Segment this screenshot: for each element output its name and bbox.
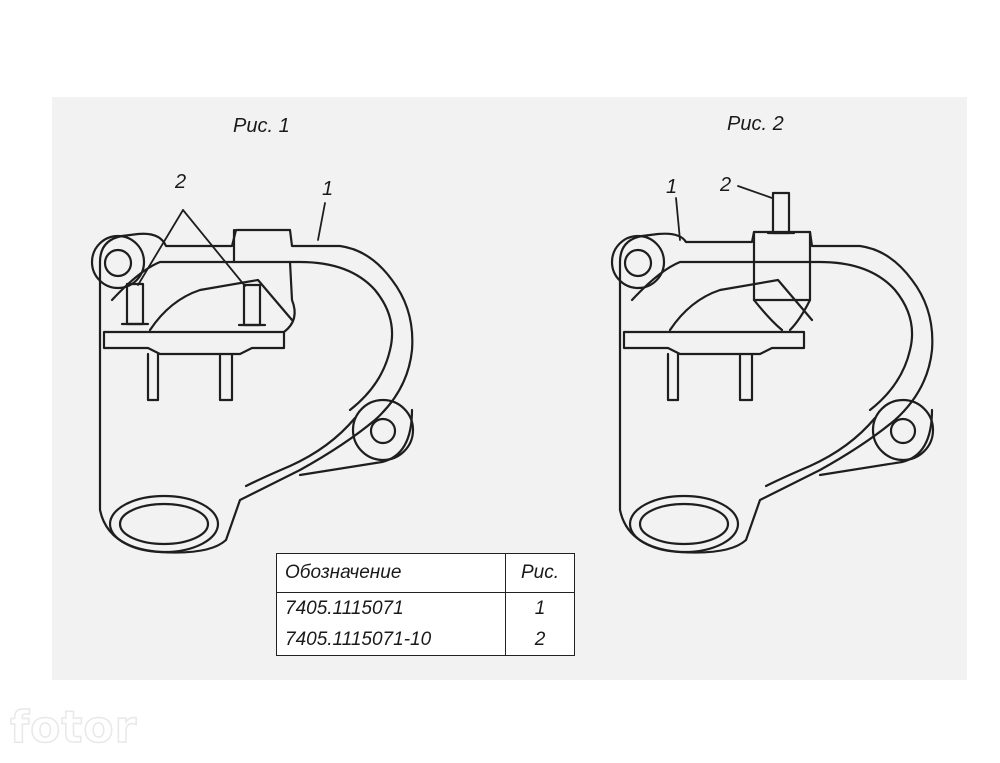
- bracket-outline: [98, 228, 414, 554]
- flange-plate: [102, 330, 286, 356]
- table-row: 7405.1115071-10 2: [276, 624, 575, 656]
- header-figure: Рис.: [505, 553, 575, 593]
- cell-figure: 2: [505, 624, 575, 656]
- cell-figure: 1: [505, 592, 575, 624]
- callout-2-fig1: 2: [175, 171, 187, 193]
- figure-caption-1: Рис. 1: [233, 115, 290, 137]
- table-row: 7405.1115071 1: [276, 592, 575, 624]
- right-boss: [351, 398, 415, 462]
- cell-designation: 7405.1115071: [276, 592, 506, 624]
- leader-2-fig2: [737, 185, 773, 199]
- leader-2b: [182, 209, 246, 287]
- left-boss: [90, 234, 146, 290]
- table-header-row: Обозначение Рис.: [276, 553, 575, 593]
- callout-1-fig1: 1: [322, 178, 334, 200]
- header-designation: Обозначение: [276, 553, 506, 593]
- outlet-ellipse: [108, 494, 220, 554]
- stud-top: [771, 191, 791, 235]
- leader-1-fig2: [675, 197, 681, 241]
- callout-2-fig2: 2: [720, 174, 732, 196]
- left-boss-hole: [103, 248, 133, 278]
- callout-1-fig2: 1: [666, 176, 678, 198]
- right-boss-hole: [369, 417, 397, 445]
- leader-1: [317, 202, 326, 241]
- leader-2a: [137, 209, 184, 286]
- fotor-watermark: fotor: [9, 701, 138, 754]
- upper-arm: [110, 260, 394, 412]
- figure-caption-2: Рис. 2: [727, 113, 784, 135]
- designation-table: Обозначение Рис. 7405.1115071 1 7405.111…: [276, 553, 575, 656]
- cell-designation: 7405.1115071-10: [276, 624, 506, 656]
